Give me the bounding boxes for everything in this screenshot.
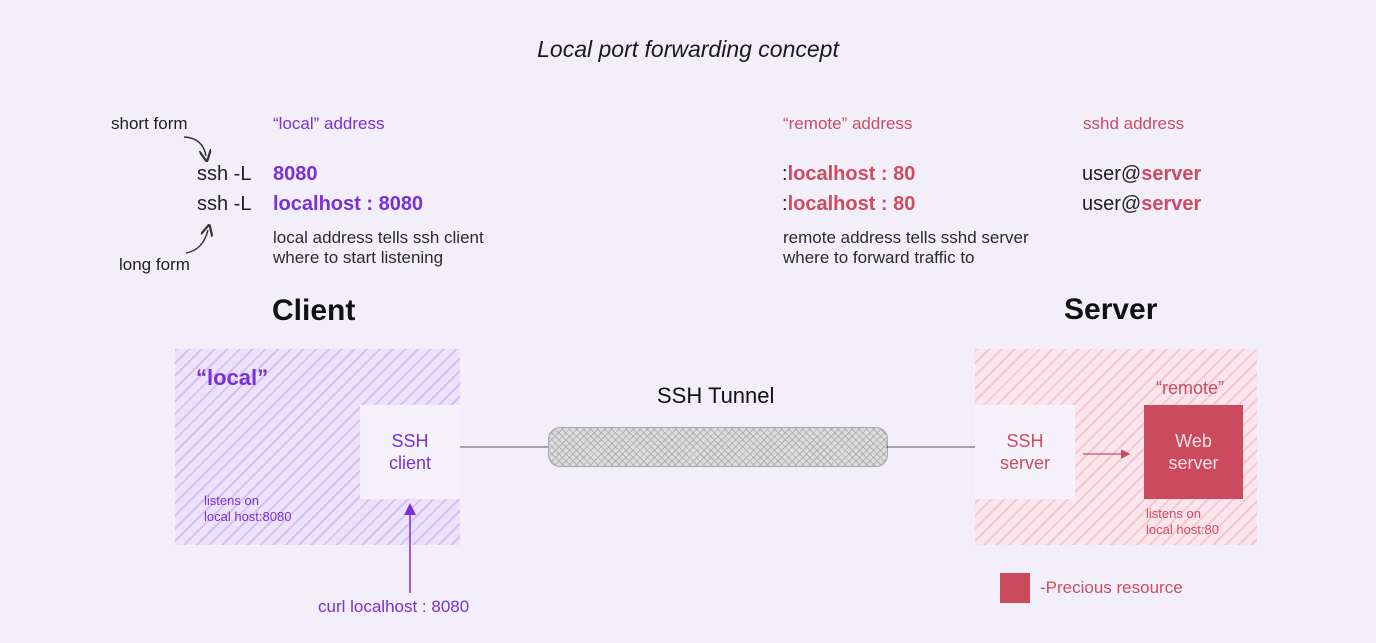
short-command-prefix: ssh -L bbox=[197, 163, 252, 185]
short-command-remote: :localhost : 80 bbox=[782, 163, 915, 186]
long-command-local: localhost : 8080 bbox=[273, 193, 424, 215]
long-form-arrow bbox=[185, 230, 208, 254]
client-zone-label: “local” bbox=[196, 365, 269, 390]
server-listen-note: listens on local host:80 bbox=[1146, 506, 1219, 538]
sshd-address-label: sshd address bbox=[1083, 114, 1185, 133]
long-command-prefix: ssh -L bbox=[197, 193, 252, 215]
short-form-label: short form bbox=[111, 114, 188, 133]
long-form-label: long form bbox=[119, 255, 190, 274]
server-zone-label: “remote” bbox=[1156, 378, 1225, 398]
local-address-label: “local” address bbox=[273, 114, 385, 133]
diagram-title: Local port forwarding concept bbox=[537, 36, 839, 62]
long-command-colon: : bbox=[782, 193, 788, 215]
ssh-client-line1: SSH bbox=[391, 431, 429, 451]
remote-address-label: “remote” address bbox=[783, 114, 913, 133]
short-form-arrow bbox=[183, 136, 206, 156]
web-server-line2: server bbox=[1168, 453, 1219, 473]
legend-swatch bbox=[1000, 573, 1030, 603]
curl-command-label: curl localhost : 8080 bbox=[318, 597, 470, 616]
long-command-sshd: user@server bbox=[1082, 193, 1201, 216]
long-command-server: server bbox=[1141, 193, 1202, 215]
ssh-server-line2: server bbox=[999, 453, 1050, 473]
web-server-box: Web server bbox=[1144, 405, 1243, 499]
long-command-remote-value: localhost : 80 bbox=[787, 193, 916, 215]
ssh-client-box: SSH client bbox=[360, 405, 460, 499]
ssh-tunnel-label: SSH Tunnel bbox=[657, 383, 775, 408]
web-server-line1: Web bbox=[1175, 431, 1212, 451]
server-listen-line2: local host:80 bbox=[1146, 522, 1219, 537]
short-command-local: 8080 bbox=[273, 163, 318, 185]
client-heading: Client bbox=[272, 294, 356, 327]
server-listen-line1: listens on bbox=[1146, 506, 1201, 521]
remote-note-line1: remote address tells sshd server bbox=[783, 228, 1029, 247]
long-command-user: user@ bbox=[1082, 193, 1142, 215]
server-heading: Server bbox=[1064, 293, 1158, 326]
short-command-sshd: user@server bbox=[1082, 163, 1201, 186]
legend-label: -Precious resource bbox=[1040, 578, 1183, 597]
short-command-server: server bbox=[1141, 163, 1202, 185]
client-listen-note: listens on local host:8080 bbox=[204, 493, 291, 525]
client-listen-line1: listens on bbox=[204, 493, 259, 508]
client-listen-line2: local host:8080 bbox=[204, 509, 292, 524]
long-command-remote: :localhost : 80 bbox=[782, 193, 915, 216]
ssh-client-line2: client bbox=[388, 453, 432, 473]
local-note-line1: local address tells ssh client bbox=[273, 228, 484, 247]
short-command-colon: : bbox=[782, 163, 788, 185]
ssh-tunnel bbox=[548, 427, 888, 467]
short-command-user: user@ bbox=[1082, 163, 1142, 185]
short-command-remote-value: localhost : 80 bbox=[787, 163, 916, 185]
remote-note-line2: where to forward traffic to bbox=[783, 248, 975, 267]
ssh-server-line1: SSH bbox=[1006, 431, 1044, 451]
local-note-line2: where to start listening bbox=[273, 248, 444, 267]
ssh-server-box: SSH server bbox=[975, 405, 1075, 499]
